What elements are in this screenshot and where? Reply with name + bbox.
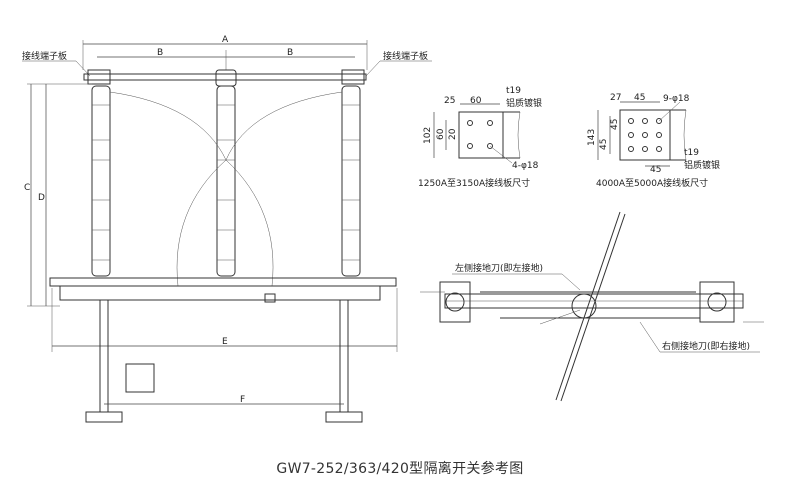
- center-contact: [215, 69, 237, 87]
- plate-large-dim-143: 143: [587, 129, 597, 146]
- arm-swing-arc-right: [225, 159, 274, 287]
- plate-large-holes: 9-φ18: [663, 94, 690, 104]
- front-view: A B B 接线端子板 接线端子板 C D: [22, 35, 432, 423]
- operating-mechanism: [125, 363, 155, 393]
- dim-label-f: F: [240, 395, 245, 405]
- plate-large-hole: [642, 132, 648, 138]
- plate-small-hole: [467, 143, 473, 149]
- plate-large-title: 4000A至5000A接线板尺寸: [596, 177, 708, 189]
- dim-label-e: E: [222, 337, 228, 347]
- plate-small-dim-20: 20: [448, 128, 458, 140]
- foot-plate-right: [325, 411, 363, 423]
- base-beam: [59, 285, 381, 301]
- plate-large-hole: [628, 132, 634, 138]
- right-pole-assembly: [699, 281, 735, 323]
- plate-small-title: 1250A至3150A接线板尺寸: [418, 177, 530, 189]
- disconnect-blade: [555, 211, 621, 401]
- plate-small-hole: [467, 120, 473, 126]
- figure-caption: GW7-252/363/420型隔离开关参考图: [276, 461, 524, 477]
- plate-large-hole: [628, 146, 634, 152]
- dim-label-d: D: [38, 193, 45, 203]
- plate-large-hole: [642, 118, 648, 124]
- plate-small-body: [458, 111, 504, 159]
- center-pivot: [571, 293, 597, 319]
- plate-small-thickness: t19: [506, 86, 521, 96]
- plate-large-hole: [642, 146, 648, 152]
- left-earth-label: 左侧接地刀(即左接地): [455, 262, 543, 274]
- plate-small-detail: 25 60 t19 铝质镀银 102 60 20 4-φ18 1250A至315…: [418, 86, 542, 189]
- insulator-center: [216, 85, 236, 277]
- arm-swing-arc-left: [176, 159, 227, 287]
- plate-small-material: 铝质镀银: [506, 97, 542, 109]
- right-terminal-block: [341, 69, 365, 85]
- plate-small-holes: 4-φ18: [512, 161, 539, 171]
- plate-large-hole: [656, 146, 662, 152]
- plate-large-hole: [628, 118, 634, 124]
- plate-large-dim-27: 27: [610, 93, 621, 103]
- arm-swing-arc-top: [109, 91, 343, 161]
- plate-large-hole: [656, 118, 662, 124]
- top-conductor: [83, 73, 367, 81]
- plate-small-hole: [487, 143, 493, 149]
- plate-large-body: [619, 109, 671, 161]
- insulator-right: [341, 85, 361, 277]
- plate-large-dim-45: 45: [634, 93, 645, 103]
- foot-plate-left: [85, 411, 123, 423]
- terminal-label-left: 接线端子板: [22, 50, 67, 62]
- base-frame: [49, 277, 397, 287]
- plate-small-hole: [487, 120, 493, 126]
- mechanism-box: [264, 293, 276, 303]
- plate-large-material: 铝质镀银: [684, 159, 720, 171]
- plate-large-dim-45-b: 45: [610, 119, 620, 130]
- dim-label-a: A: [222, 35, 229, 45]
- plate-small-dim-25: 25: [444, 96, 455, 106]
- plate-small-dim-60-side: 60: [436, 128, 446, 140]
- plate-large-dim-45-a: 45: [599, 139, 609, 150]
- plate-small-dim-60: 60: [470, 96, 482, 106]
- right-earth-label: 右侧接地刀(即右接地): [662, 340, 750, 352]
- insulator-left: [91, 85, 111, 277]
- plate-large-bottom-dim: 45: [650, 165, 661, 175]
- terminal-label-right: 接线端子板: [383, 50, 428, 62]
- left-terminal-block: [87, 69, 111, 85]
- dim-label-b-right: B: [287, 48, 293, 58]
- left-pole-assembly: [439, 281, 471, 323]
- plate-small-dim-102: 102: [423, 127, 433, 144]
- plate-large-detail: 27 45 9-φ18 143 45 45 45 t19 铝质镀银 4000A至…: [587, 93, 720, 189]
- plate-large-hole: [656, 132, 662, 138]
- dim-label-c: C: [24, 183, 30, 193]
- top-view: 左侧接地刀(即左接地) 右侧接地刀(即右接地): [420, 211, 764, 402]
- plate-large-thickness: t19: [684, 148, 699, 158]
- dim-label-b-left: B: [157, 48, 163, 58]
